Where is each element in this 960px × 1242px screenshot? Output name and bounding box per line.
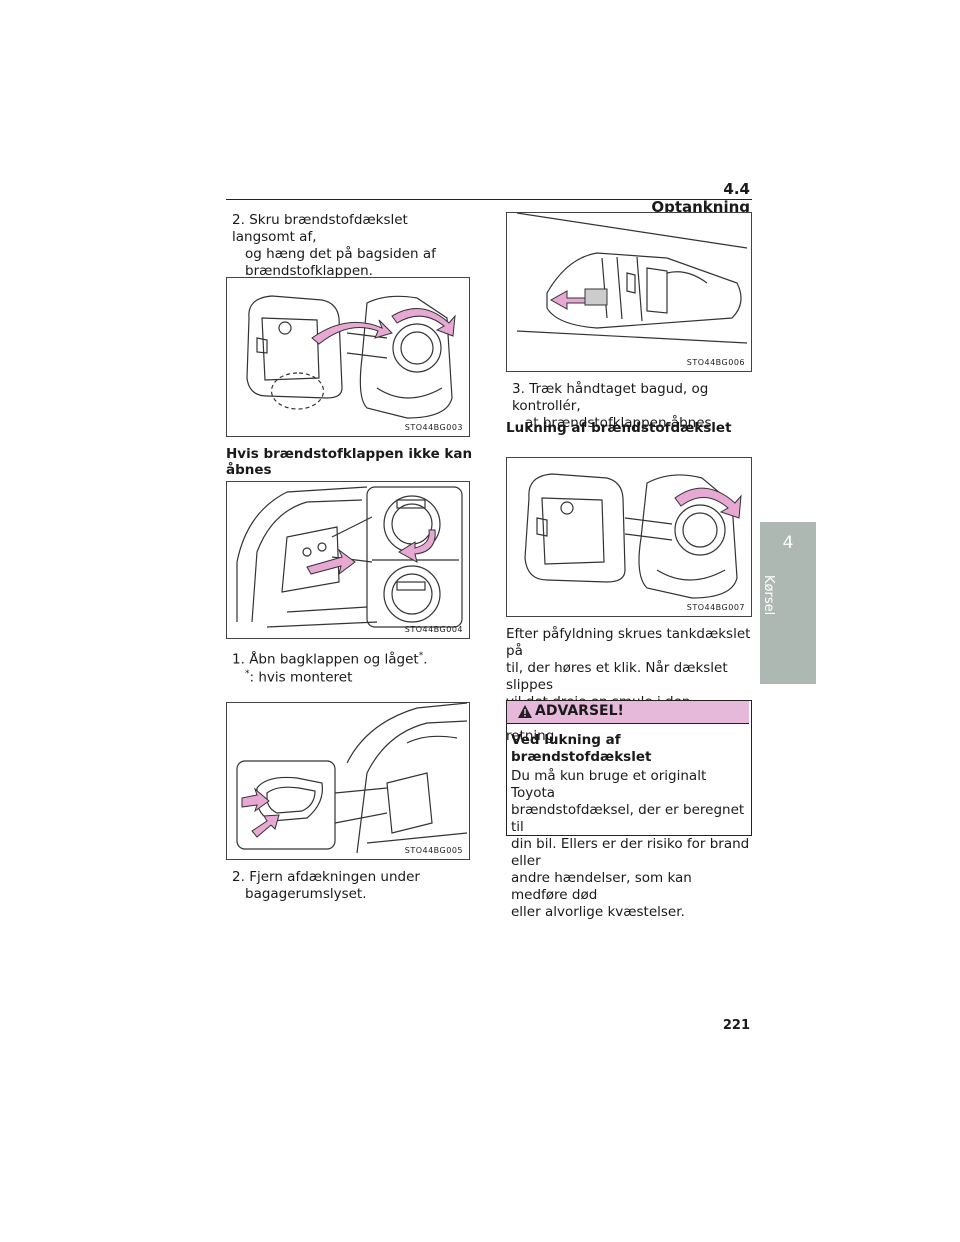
section-title: 4.4 Optankning (651, 180, 750, 216)
step-number: 3. (512, 381, 525, 397)
step-text: brændstofklappen. (245, 263, 373, 279)
figure-code: STO44BG007 (686, 603, 745, 612)
step-text: bagagerumslyset. (245, 886, 367, 902)
warning-line: Du må kun bruge et originalt Toyota (511, 768, 707, 801)
warning-box (506, 700, 752, 836)
chapter-tab (760, 522, 816, 684)
footnote: *: hvis monteret (245, 666, 475, 687)
warning-content: Ved lukning af brændstofdækslet Du må ku… (511, 732, 751, 921)
paragraph-line: Efter påfyldning skrues tankdækslet på (506, 626, 751, 659)
warning-line: brændstofdæksel, der er beregnet til (511, 802, 745, 835)
figure-close-fuel-cap: STO44BG007 (506, 457, 752, 617)
footnote-text: : hvis monteret (249, 669, 353, 686)
step-2a: 2. Skru brændstofdækslet langsomt af, og… (232, 212, 472, 280)
figure-code: STO44BG003 (404, 423, 463, 432)
step-3: 3. Træk håndtaget bagud, og kontrollér, … (512, 381, 756, 432)
step-text: Skru brændstofdækslet langsomt af, (232, 212, 408, 245)
figure-code: STO44BG005 (404, 846, 463, 855)
step-text: Åbn bagklappen og låget (249, 651, 419, 668)
warning-triangle-icon (518, 705, 532, 718)
chapter-label-wrap: Kørsel (761, 565, 812, 665)
step-number: 2. (232, 212, 245, 228)
close-fuel-cap-illustration (524, 473, 742, 599)
step-text: at brændstofklappen åbnes. (525, 415, 716, 431)
figure-code: STO44BG006 (686, 358, 745, 367)
paragraph-line: retning. (506, 728, 559, 744)
warning-title-bar: ADVARSEL! (507, 701, 749, 724)
trunk-interior-illustration (236, 486, 463, 628)
figure-code: STO44BG004 (404, 625, 463, 634)
warning-subheading: Ved lukning af brændstofdækslet (511, 732, 652, 765)
figure-fuel-cap-hang: STO44BG003 (226, 277, 470, 437)
figure-trunk-interior: STO44BG004 (226, 481, 470, 639)
paragraph-line: til, der høres et klik. Når dækslet slip… (506, 660, 728, 693)
step-1: 1. Åbn bagklappen og låget*. (232, 648, 472, 669)
step-2b: 2. Fjern afdækningen under bagagerumslys… (232, 869, 472, 903)
figure-trunk-light-cover: STO44BG005 (226, 702, 470, 860)
fuel-lid-handle-illustration (516, 213, 748, 344)
fuel-cap-hang-illustration (246, 295, 456, 419)
step-text: Fjern afdækningen under (249, 869, 420, 885)
warning-line: eller alvorlige kvæstelser. (511, 904, 685, 920)
step-text: og hæng det på bagsiden af (245, 246, 436, 262)
step-number: 1. (232, 651, 245, 668)
footnote-marker: * (418, 651, 424, 661)
step-number: 2. (232, 869, 245, 885)
step-text: Træk håndtaget bagud, og kontrollér, (512, 381, 709, 414)
heading-cannot-open: Hvis brændstofklappen ikke kan åbnes (226, 446, 473, 478)
trunk-light-cover-illustration (236, 703, 468, 854)
warning-line: din bil. Ellers er der risiko for brand … (511, 836, 750, 869)
footnote-marker: * (245, 669, 250, 679)
warning-line: andre hændelser, som kan medføre død (511, 870, 692, 903)
chapter-label: Kørsel (761, 575, 776, 616)
page-number: 221 (722, 1018, 750, 1033)
header-divider (226, 199, 752, 200)
heading-closing: Lukning af brændstofdækslet (506, 420, 732, 436)
warning-title: ADVARSEL! (535, 703, 624, 719)
step-text-end: . (423, 651, 428, 668)
figure-fuel-lid-handle: STO44BG006 (506, 212, 752, 372)
chapter-number: 4 (782, 533, 794, 553)
